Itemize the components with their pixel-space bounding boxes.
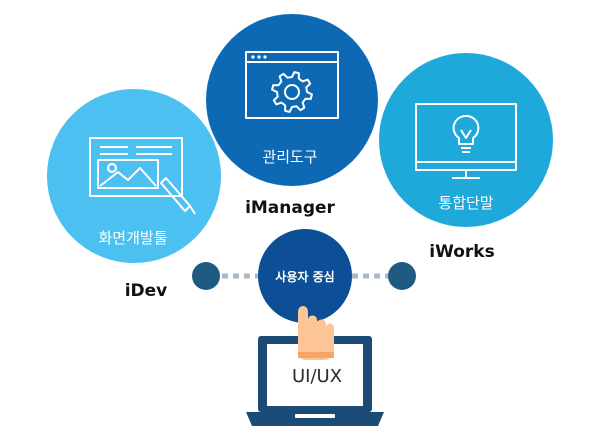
laptop [246, 336, 384, 426]
lightbulb-monitor-icon [415, 103, 517, 179]
pointing-hand-icon [298, 306, 334, 360]
imanager-circle-label: 관리도구 [262, 148, 318, 166]
connector-right [352, 262, 416, 290]
connector-dot-left [192, 262, 220, 290]
connector-dot-right [388, 262, 416, 290]
user-centric-label: 사용자 중심 [275, 270, 335, 284]
iworks-circle-label: 통합단말 [438, 194, 494, 212]
connector-left [192, 262, 258, 290]
imanager-name: iManager [245, 198, 335, 218]
image-edit-icon [89, 137, 196, 215]
idev-name: iDev [124, 281, 168, 301]
laptop-screen-label: UI/UX [291, 366, 343, 387]
iworks-name: iWorks [429, 242, 495, 262]
iworks-circle [379, 53, 553, 227]
trackpad [295, 414, 335, 418]
idev-circle-label: 화면개발툴 [98, 229, 168, 247]
gear-window-icon [245, 51, 339, 119]
user-centric-circle [258, 229, 352, 323]
idev-circle [47, 89, 221, 263]
